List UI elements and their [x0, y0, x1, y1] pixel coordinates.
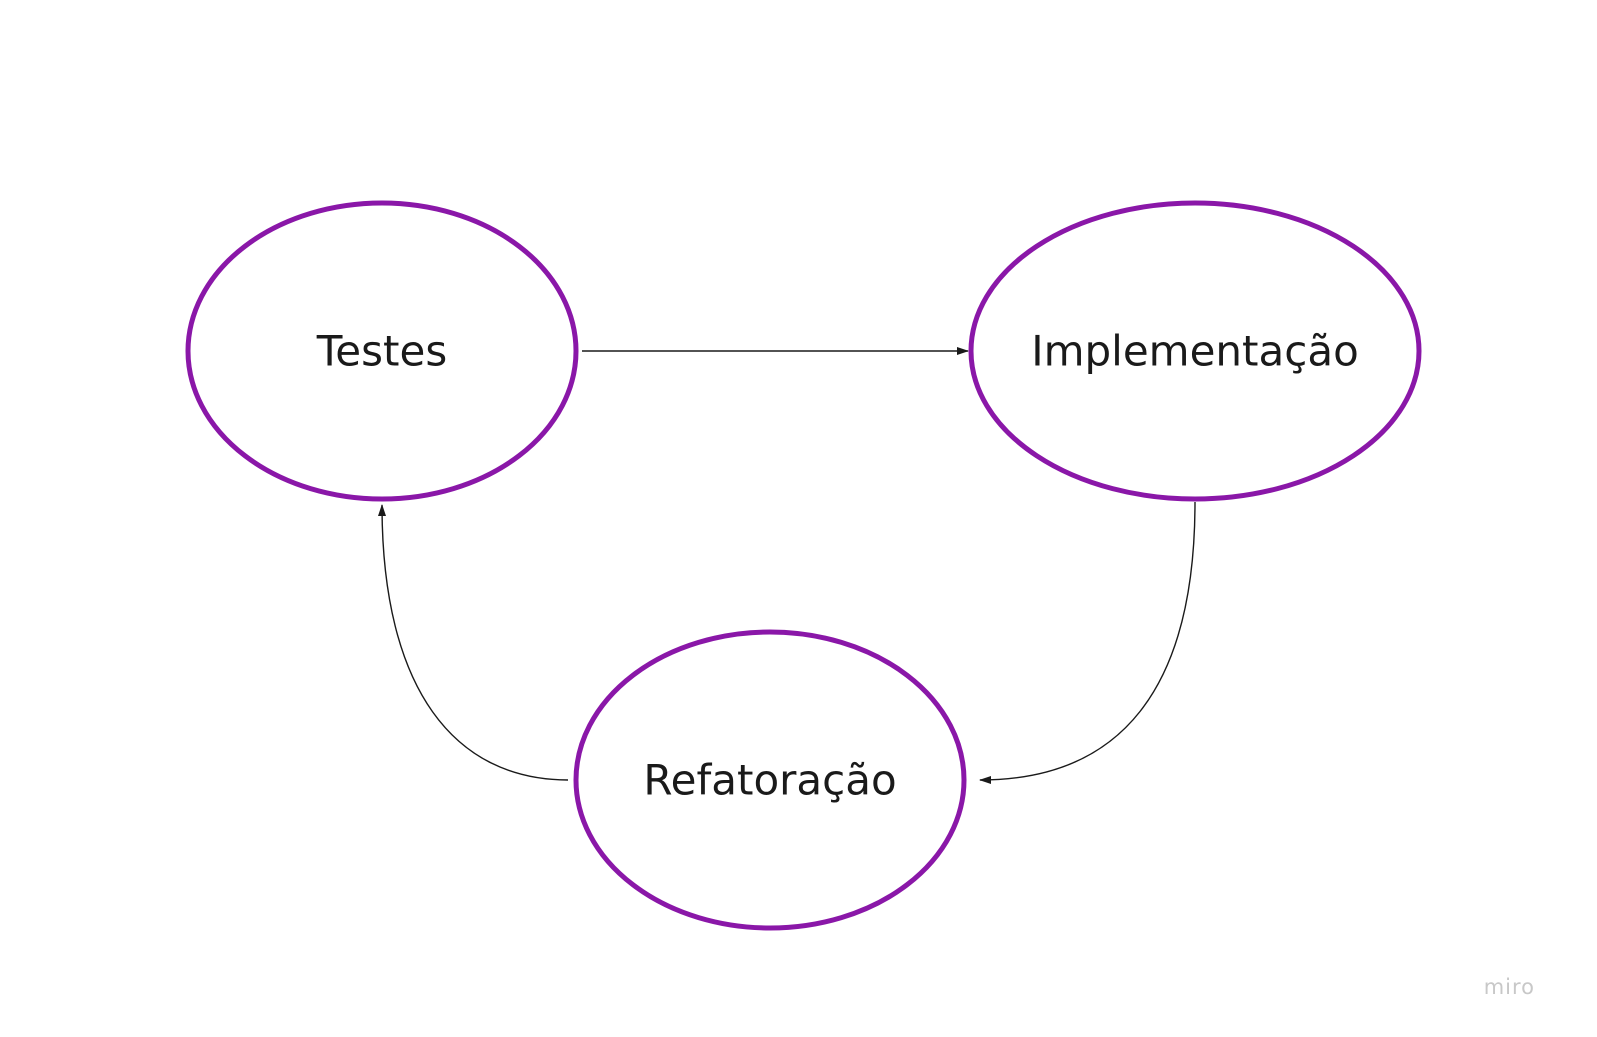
edge-implementacao-to-refatoracao[interactable]: [979, 501, 1196, 784]
node-testes[interactable]: Testes: [185, 200, 579, 502]
node-implementacao-shape[interactable]: [968, 200, 1422, 502]
edge-refatoracao-to-testes[interactable]: [378, 504, 569, 781]
node-testes-shape[interactable]: [185, 200, 579, 502]
node-implementacao-label: Implementação: [1031, 327, 1359, 376]
miro-watermark: miro: [1483, 975, 1535, 999]
node-testes-label: Testes: [316, 327, 447, 376]
node-refatoracao-shape[interactable]: [573, 629, 967, 931]
node-refatoracao[interactable]: Refatoração: [573, 629, 967, 931]
node-implementacao[interactable]: Implementação: [968, 200, 1422, 502]
node-refatoracao-label: Refatoração: [643, 756, 896, 805]
